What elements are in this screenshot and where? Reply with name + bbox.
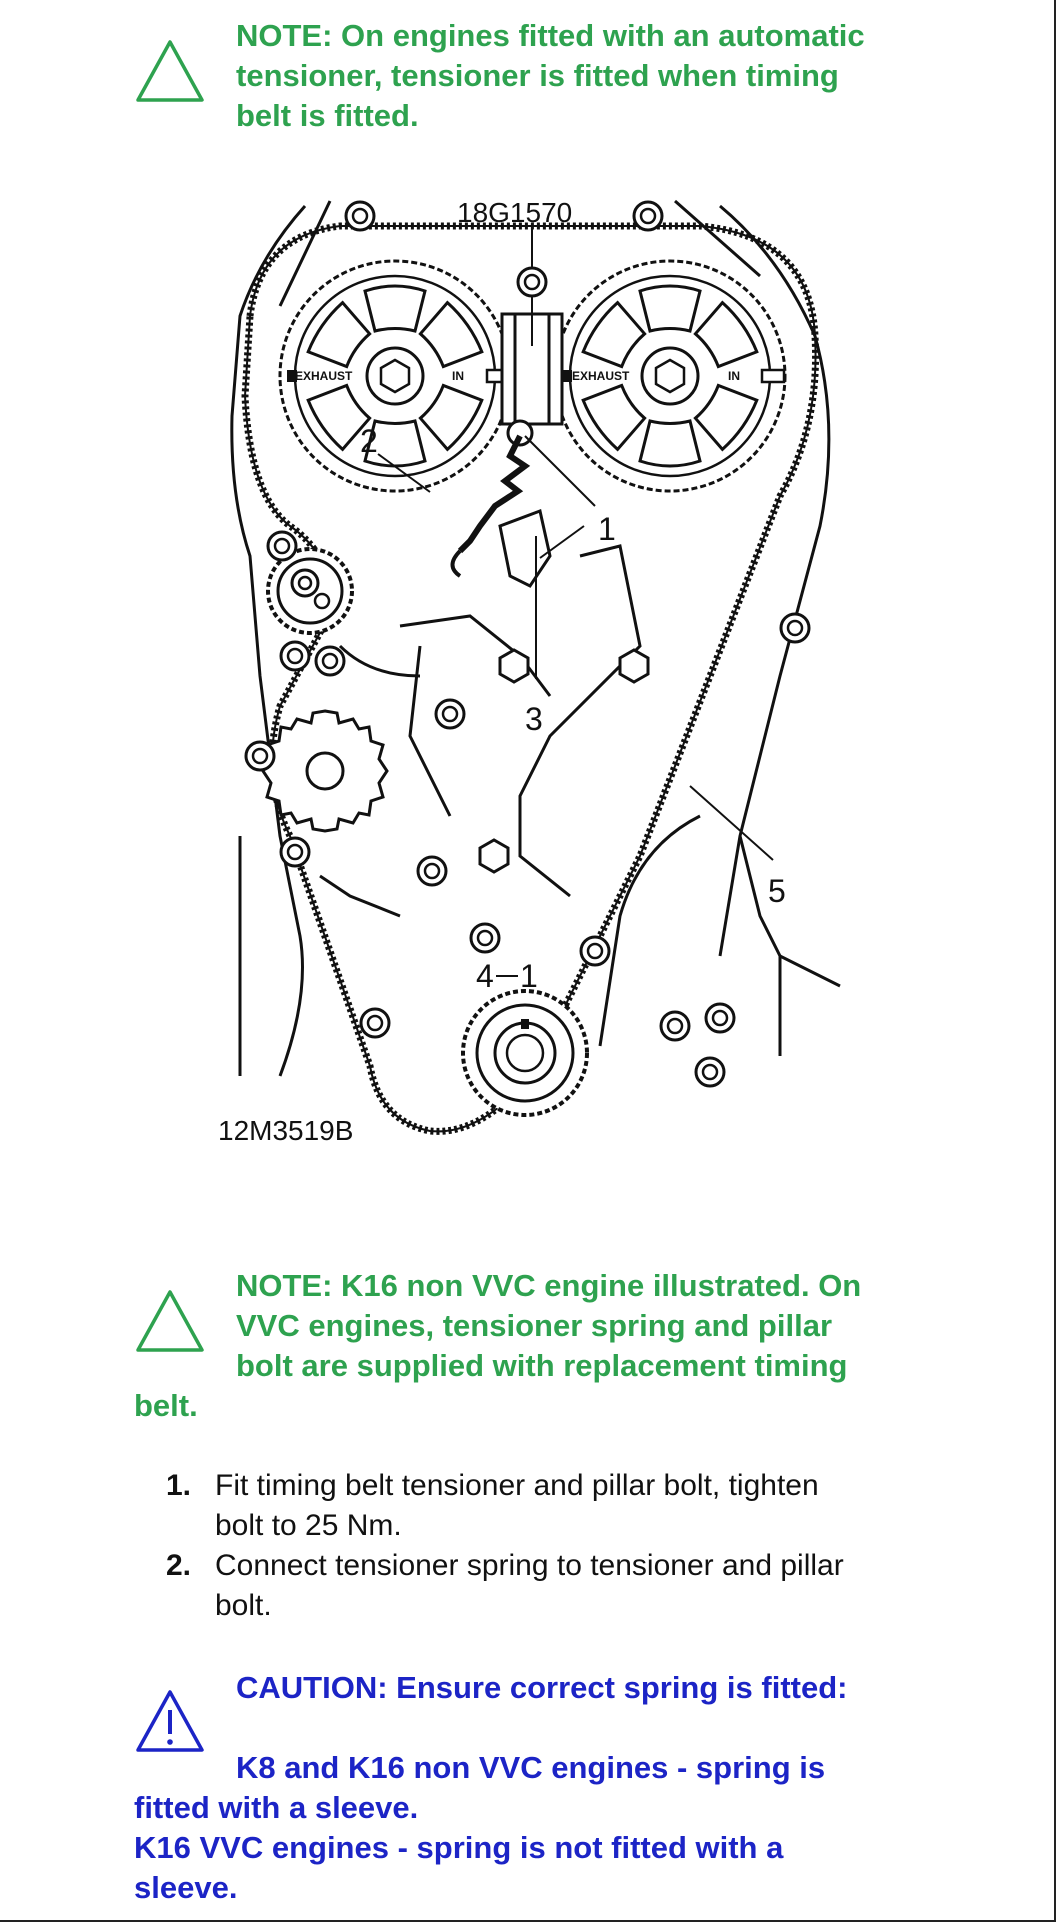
- procedure-steps: 1. Fit timing belt tensioner and pillar …: [0, 1466, 1058, 1636]
- note-warning-icon: [136, 40, 204, 102]
- note-line: belt is fitted.: [236, 98, 419, 133]
- step-number: 2.: [166, 1549, 192, 1582]
- callout-1-crank: 1: [520, 958, 538, 994]
- note-line: VVC engines, tensioner spring and pillar: [236, 1308, 833, 1343]
- pulley-label: IN: [728, 369, 740, 383]
- step-text: Connect tensioner spring to tensioner an…: [215, 1549, 844, 1582]
- timing-belt-diagram: EXHAUST IN EXHAUST IN: [220, 197, 841, 1146]
- callout-3: 3: [525, 701, 543, 737]
- caution-line: CAUTION: Ensure correct spring is fitted…: [236, 1670, 848, 1705]
- callout-5: 5: [768, 873, 786, 909]
- callout-4: 4: [476, 958, 494, 994]
- tool-label: 18G1570: [457, 197, 572, 228]
- note-line: bolt are supplied with replacement timin…: [236, 1348, 848, 1383]
- caution-correct-spring: CAUTION: Ensure correct spring is fitted…: [0, 1668, 1058, 1918]
- note-line: NOTE: On engines fitted with an automati…: [236, 18, 865, 53]
- step-text: Fit timing belt tensioner and pillar bol…: [215, 1469, 819, 1502]
- pulley-label: IN: [452, 369, 464, 383]
- note-warning-icon: [136, 1290, 204, 1352]
- callout-1: 1: [598, 511, 616, 547]
- caution-line: K16 VVC engines - spring is not fitted w…: [134, 1830, 784, 1865]
- note-k16-illustrated: NOTE: K16 non VVC engine illustrated. On…: [0, 1266, 1058, 1436]
- step-text: bolt to 25 Nm.: [215, 1509, 402, 1542]
- step-number: 1.: [166, 1469, 192, 1502]
- caution-warning-icon: [136, 1690, 204, 1752]
- note-line: belt.: [134, 1388, 198, 1423]
- step-text: bolt.: [215, 1589, 272, 1622]
- pulley-label: EXHAUST: [572, 369, 630, 383]
- caution-line: K8 and K16 non VVC engines - spring is: [236, 1750, 826, 1785]
- callout-2: 2: [360, 423, 378, 459]
- diagram-reference: 12M3519B: [220, 1115, 353, 1146]
- note-line: NOTE: K16 non VVC engine illustrated. On: [236, 1268, 862, 1303]
- pulley-label: EXHAUST: [295, 369, 353, 383]
- note-line: tensioner, tensioner is fitted when timi…: [236, 58, 839, 93]
- caution-line: fitted with a sleeve.: [134, 1790, 419, 1825]
- caution-line: sleeve.: [134, 1870, 238, 1905]
